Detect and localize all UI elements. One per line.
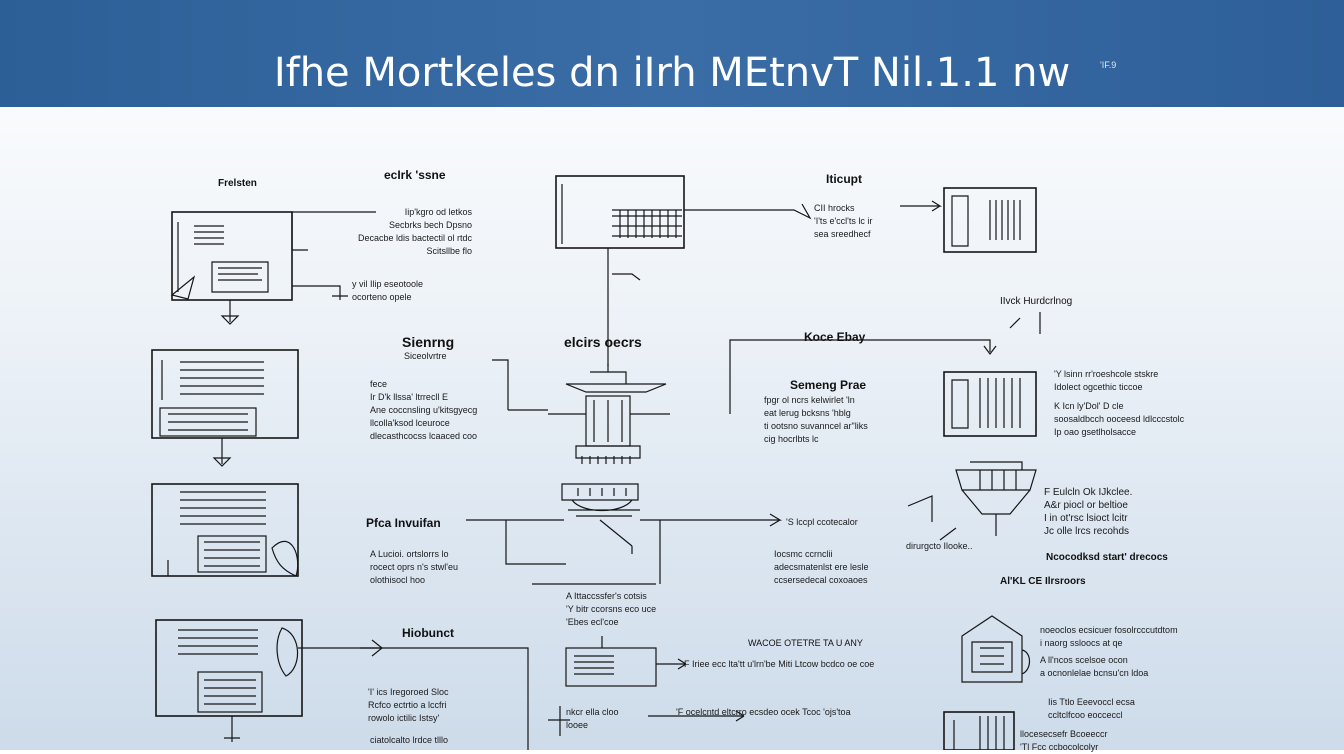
label-ivck: IIvck Hurdcrlnog	[1000, 296, 1073, 307]
page-title: Ifhe Mortkeles dn iIrh MEtnvT Nil.1.1 nw	[273, 50, 1071, 96]
machine-icon-2	[151, 349, 299, 467]
label-ecirk: ecIrk 'ssne	[384, 168, 446, 182]
vertical-trunk	[607, 248, 641, 366]
label-sienrng: Sienrng	[402, 334, 455, 350]
machine-icon-4	[155, 619, 303, 742]
text-block-9: 'S lccpl ccotecalor	[786, 517, 858, 527]
label-koce-ebay: Koce Ebay	[804, 330, 866, 344]
connector-1	[291, 211, 376, 251]
label-pfca: Pfca Invuifan	[366, 516, 441, 530]
connector-2	[292, 285, 348, 300]
label-elcirs: elcirs oecrs	[564, 334, 642, 350]
label-ncocodksd: Ncocodksd start' drecocs	[1046, 552, 1168, 563]
corner-mark: 'IF.9	[1100, 60, 1117, 70]
arrow-3	[648, 710, 745, 722]
text-block-8: F Eulcln Ok IJkclee.A&r piocl or beltioe…	[1044, 487, 1133, 537]
text-block-12: dirurgcto Ilooke..	[906, 541, 973, 551]
text-block-15: ciatolcalto lrdce tlllo	[370, 735, 449, 745]
right-unit-4	[961, 615, 1031, 683]
arrow-2	[684, 203, 812, 220]
text-block-20: llocesecsefr Bcoeeccr'Tl Fcc ccbocolcoly…	[1020, 729, 1108, 752]
machine-icon-1	[170, 211, 293, 325]
label-wacoe: WACOE OTETRE TA U ANY	[748, 638, 863, 648]
top-center-unit	[555, 175, 685, 249]
text-block-13: A Ittaccssfer's cotsis'Y bitr ccorsns ec…	[566, 591, 657, 627]
right-unit-5	[943, 711, 1015, 750]
connector-8	[1009, 312, 1041, 334]
arrow-1	[360, 639, 383, 657]
right-unit-1	[900, 187, 1037, 253]
text-block-16: F Iriee ecc lta'tt u'lrn'be Miti Ltcow b…	[684, 659, 875, 669]
center-press	[548, 364, 670, 464]
connector-4	[492, 359, 548, 411]
label-semeng-prae: Semeng Prae	[790, 378, 867, 392]
text-block-4: Siceolvrtre	[404, 351, 447, 361]
machine-icon-3	[151, 483, 299, 577]
flow-line-1	[466, 513, 783, 527]
connector-6	[505, 520, 661, 585]
label-hiobunct: Hiobunct	[402, 626, 454, 640]
label-iticupt: Iticupt	[826, 172, 862, 186]
title-banner: Ifhe Mortkeles dn iIrh MEtnvT Nil.1.1 nw…	[0, 0, 1344, 107]
connector-5	[729, 339, 997, 414]
connector-7	[548, 706, 570, 736]
middle-press	[561, 483, 640, 554]
right-unit-2	[943, 371, 1037, 437]
right-unit-3	[907, 461, 1037, 541]
label-frelsten: Frelsten	[218, 178, 257, 189]
lower-center-unit	[565, 636, 687, 687]
label-alkl: Al'KL CE Ilrsroors	[1000, 576, 1086, 587]
